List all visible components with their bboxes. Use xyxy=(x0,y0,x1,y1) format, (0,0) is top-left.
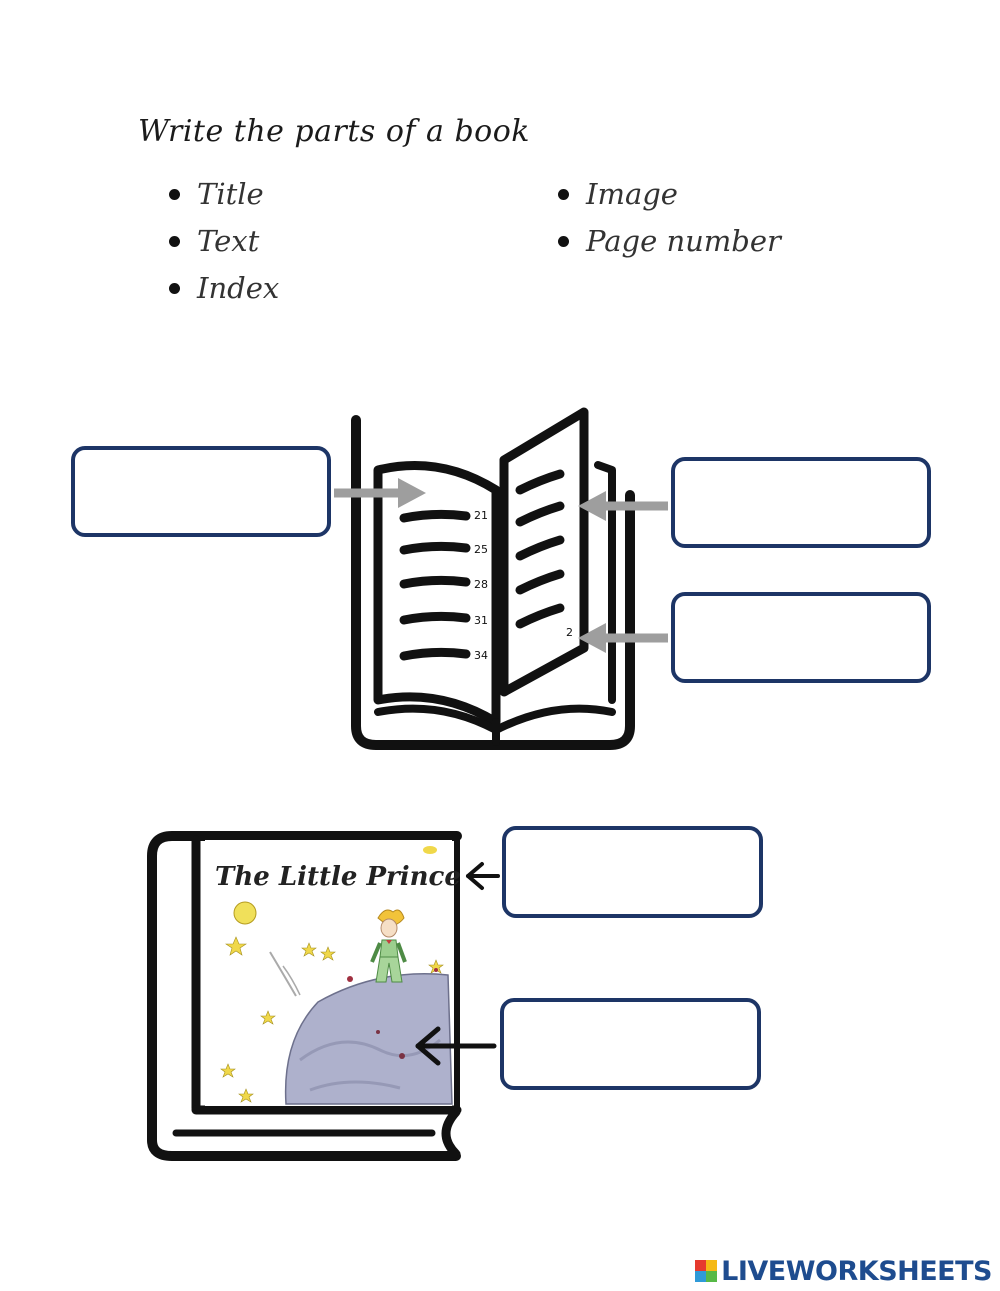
word-bank-item: Text xyxy=(169,221,279,268)
answer-box-image[interactable] xyxy=(500,998,761,1090)
gray-arrows xyxy=(334,478,668,653)
word-bank-right: Image Page number xyxy=(558,174,781,268)
answer-box-index[interactable] xyxy=(71,446,331,537)
page-number-label: 2 xyxy=(566,626,573,639)
word-bank-item: Page number xyxy=(558,221,781,268)
liveworksheets-brand: LIVEWORKSHEETS xyxy=(695,1254,992,1288)
arrow-left-icon xyxy=(578,623,668,653)
word-bank-item: Index xyxy=(169,268,279,315)
word-bank-left: Title Text Index xyxy=(169,174,279,315)
cover-title: The Little Prince xyxy=(215,862,461,892)
liveworksheets-logo-icon xyxy=(695,1260,718,1282)
index-number: 25 xyxy=(474,543,488,556)
answer-box-title[interactable] xyxy=(502,826,763,918)
index-number: 28 xyxy=(474,578,488,591)
black-arrows xyxy=(415,862,500,1066)
little-prince-figure xyxy=(370,909,407,983)
open-book-icon xyxy=(351,407,635,750)
arrow-left-icon xyxy=(578,491,668,521)
answer-box-text[interactable] xyxy=(671,457,931,548)
word-bank-item: Image xyxy=(558,174,781,221)
index-number: 31 xyxy=(474,614,488,627)
arrow-left-icon xyxy=(466,862,500,890)
brand-name: LIVEWORKSHEETS xyxy=(721,1255,992,1287)
book-cover-image: The Little Prince xyxy=(205,840,461,1106)
closed-book-icon xyxy=(147,831,462,1161)
arrow-left-icon xyxy=(415,1026,497,1066)
answer-box-page-number[interactable] xyxy=(671,592,931,683)
worksheet-instruction: Write the parts of a book xyxy=(138,114,530,149)
index-number: 21 xyxy=(474,509,488,522)
index-number: 34 xyxy=(474,649,488,662)
word-bank-item: Title xyxy=(169,174,279,221)
arrow-right-icon xyxy=(334,478,426,508)
